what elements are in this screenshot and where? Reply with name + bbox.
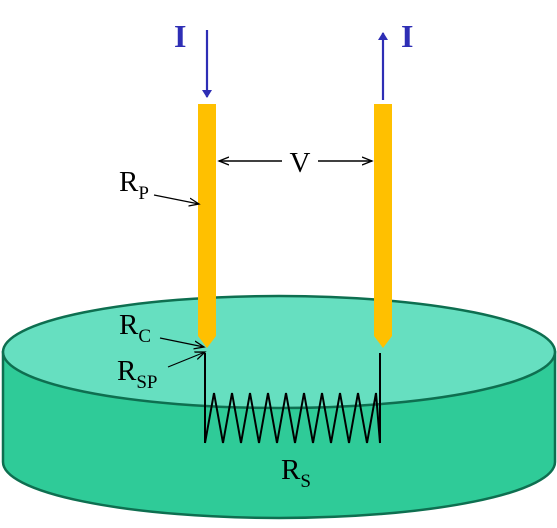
- rp-main: R: [119, 166, 139, 198]
- current-in-label: I: [174, 18, 186, 54]
- rs-sub: S: [300, 471, 311, 492]
- rsp-pointer: [167, 352, 205, 368]
- voltage-measurement: V: [219, 147, 372, 179]
- disc-top: [1, 294, 557, 410]
- rc-sub: C: [138, 326, 151, 347]
- current-in: I: [174, 18, 212, 98]
- sample-disc: [1, 294, 557, 520]
- current-out: I: [378, 18, 413, 100]
- rc-label: RC: [119, 309, 151, 347]
- rp-sub: P: [138, 183, 149, 204]
- probe-resistance-annotation: RP: [119, 166, 199, 204]
- rsp-main: R: [117, 355, 137, 387]
- right-probe: [374, 104, 392, 348]
- left-probe: [198, 104, 216, 348]
- sheet-resistance-circuit: RS: [204, 353, 381, 492]
- rs-main: R: [281, 454, 301, 486]
- spreading-resistance-annotation: RSP: [117, 352, 205, 393]
- probes: [198, 104, 392, 348]
- contact-resistance-annotation: RC: [119, 309, 204, 347]
- rp-label: RP: [119, 166, 149, 204]
- rsp-label: RSP: [117, 355, 157, 393]
- zigzag-resistor-icon: [204, 392, 381, 444]
- rsp-sub: SP: [136, 372, 157, 393]
- voltage-label: V: [290, 147, 311, 179]
- current-out-label: I: [401, 18, 413, 54]
- rc-main: R: [119, 309, 139, 341]
- rs-label: RS: [281, 454, 311, 492]
- rp-pointer: [153, 194, 199, 204]
- rc-pointer: [159, 337, 204, 347]
